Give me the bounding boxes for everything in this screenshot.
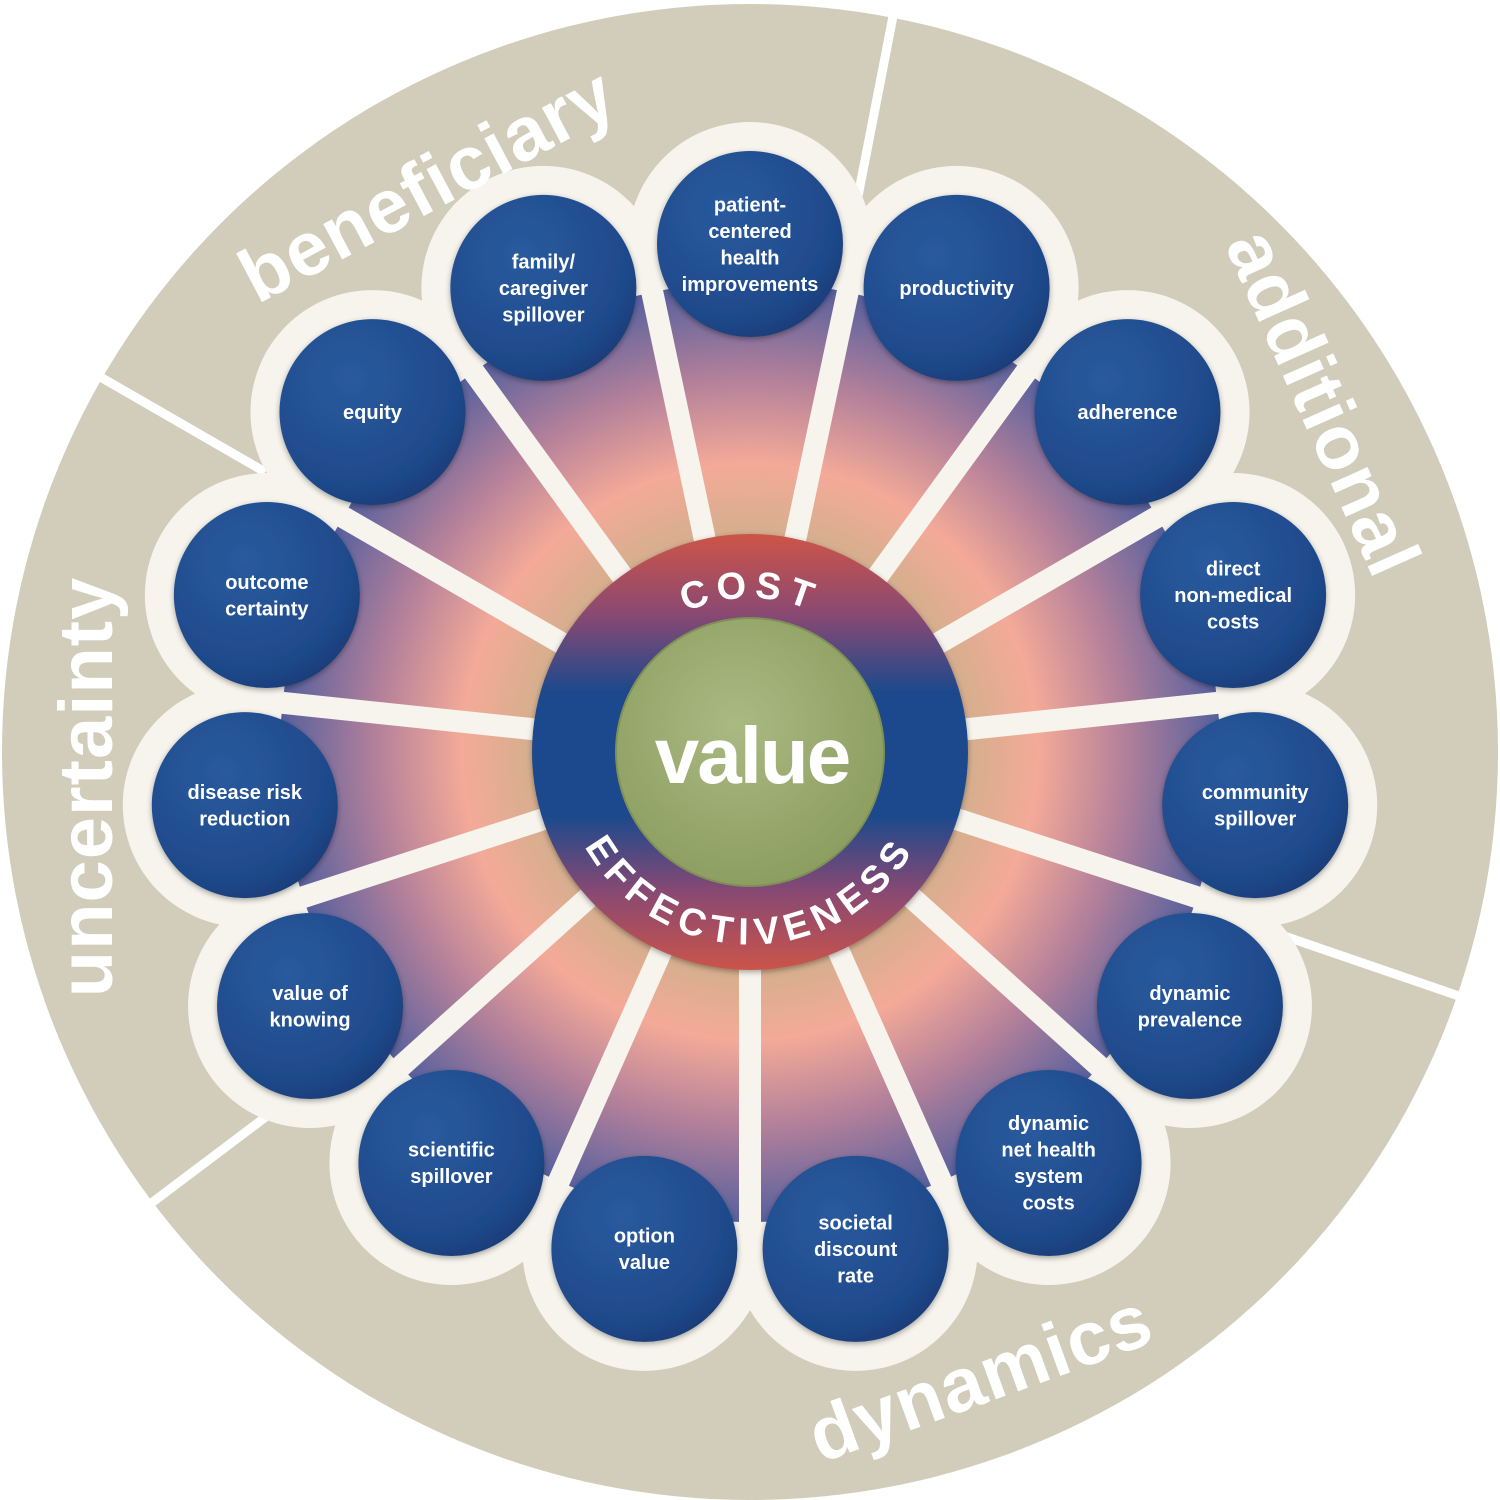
petal-label: net health	[1001, 1140, 1095, 1162]
petal-label: prevalence	[1138, 1009, 1243, 1031]
petal-label: spillover	[1214, 808, 1296, 830]
petal-node: adherence	[1034, 319, 1221, 506]
petal-node: productivity	[863, 194, 1050, 381]
petal-label: option	[614, 1226, 675, 1248]
petal-node: disease risk reduction	[151, 712, 338, 899]
petal-node: family/caregiver spillover	[450, 194, 637, 381]
petal-label: spillover	[410, 1166, 492, 1188]
petal-label: health	[721, 247, 780, 269]
sector-divider	[852, 5, 900, 204]
petal-circle	[279, 319, 466, 506]
petal-label: equity	[343, 402, 403, 424]
petal-node: value of knowing	[217, 913, 404, 1099]
petal-label: discount	[814, 1239, 898, 1261]
petal-circle	[863, 194, 1050, 381]
petal-label: reduction	[199, 808, 290, 830]
petal-spoke	[891, 878, 1133, 1098]
petal-spoke	[263, 804, 567, 918]
petal-spoke	[859, 336, 1055, 598]
petal-circle	[551, 1155, 738, 1342]
petal-spoke	[933, 804, 1237, 918]
petal-label: caregiver	[499, 278, 588, 300]
petal-label: family/	[512, 251, 576, 273]
petal-label: dynamic	[1008, 1113, 1089, 1135]
petal-label: improvements	[682, 274, 819, 296]
petal-circle	[173, 502, 360, 689]
petal-label: costs	[1022, 1193, 1074, 1215]
petal-label: scientific	[408, 1140, 495, 1162]
petal-spoke	[241, 688, 558, 742]
petal-label: direct	[1206, 559, 1261, 581]
petal-label: outcome	[225, 572, 308, 594]
petal-node: scientific spillover	[358, 1069, 545, 1256]
center-label: value	[655, 711, 850, 800]
petal-label: value of	[272, 983, 348, 1005]
petal-circle	[955, 1069, 1142, 1256]
sector-divider	[89, 368, 268, 476]
petal-label: societal	[818, 1212, 892, 1234]
petal-node: dynamic net health system costs	[955, 1069, 1142, 1256]
petal-label: disease risk	[188, 782, 303, 804]
petal-label: adherence	[1077, 402, 1177, 424]
petal-circle	[358, 1069, 545, 1256]
petal-label: dynamic	[1149, 983, 1230, 1005]
petal-circle	[217, 913, 404, 1099]
petal-label: community	[1202, 782, 1310, 804]
petal-node: community spillover	[1162, 712, 1349, 899]
petal-circle	[151, 712, 338, 899]
petal-label: costs	[1207, 612, 1259, 634]
petal-node: patient-centered health improvements	[657, 151, 843, 337]
petal-spoke	[535, 928, 678, 1220]
petal-label: patient-	[714, 194, 786, 216]
petal-circle	[1034, 319, 1221, 506]
petal-node: outcome certainty	[173, 502, 360, 689]
petal-circle	[1096, 913, 1283, 1099]
petal-label: rate	[837, 1265, 874, 1287]
sector-label-uncertainty: uncertainty	[44, 577, 129, 998]
petal-label: spillover	[502, 304, 584, 326]
petal-label: system	[1014, 1166, 1083, 1188]
petal-node: direct non-medical costs	[1140, 502, 1327, 689]
petal-circle	[657, 151, 843, 337]
petal-spoke	[305, 491, 584, 661]
petal-group: patient-centered health improvements produc…	[151, 151, 1349, 1342]
petal-node: dynamic prevalence	[1096, 913, 1283, 1099]
petal-spoke	[635, 251, 719, 563]
petal-label: productivity	[899, 278, 1014, 300]
petal-spoke	[781, 251, 865, 563]
center-node: value	[615, 617, 885, 887]
petal-circle	[450, 194, 637, 381]
petal-spoke	[916, 491, 1195, 661]
petal-label: value	[619, 1252, 670, 1274]
petal-spoke	[445, 336, 641, 598]
petal-spoke	[367, 878, 609, 1098]
petal-label: knowing	[270, 1009, 351, 1031]
petal-label: centered	[708, 221, 791, 243]
petal-label: certainty	[225, 598, 309, 620]
petal-label: non-medical	[1174, 585, 1292, 607]
petal-circle	[1162, 712, 1349, 899]
petal-node: equity	[279, 319, 466, 506]
petal-spoke	[822, 928, 965, 1220]
sector-divider	[1278, 930, 1471, 1004]
petal-node: societal discount rate	[762, 1155, 949, 1342]
petal-circle	[762, 1155, 949, 1342]
petal-node: option value	[551, 1155, 738, 1342]
petal-circle	[1140, 502, 1327, 689]
petal-spoke	[942, 688, 1259, 742]
